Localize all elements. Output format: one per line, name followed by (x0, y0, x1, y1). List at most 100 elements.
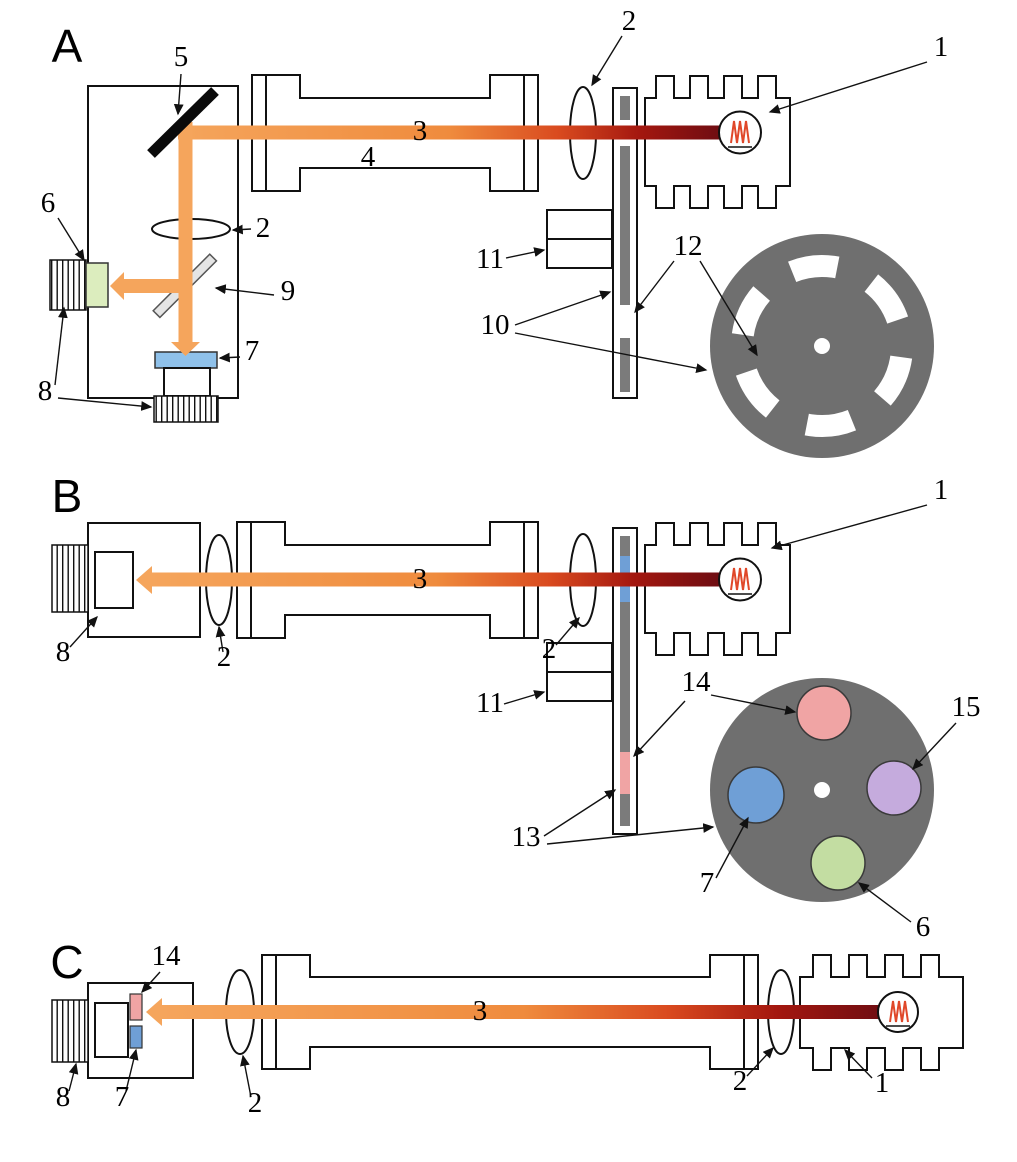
b-label-8: 8 (56, 636, 71, 668)
a-lamp-bulb (718, 110, 762, 155)
a-label-11: 11 (476, 243, 504, 275)
c-label-1: 1 (875, 1067, 890, 1099)
b-label-1: 1 (934, 474, 949, 506)
a-callout-line-6 (57, 217, 85, 262)
a-callout-line-8-to-detector7 (57, 397, 153, 411)
a-label-2-source-lens: 2 (622, 5, 637, 37)
b-beam (152, 572, 720, 587)
b-label-3: 3 (413, 563, 428, 595)
a-label-6: 6 (41, 187, 56, 219)
b-callout-line-1 (770, 504, 928, 551)
c-tube-wall-top (276, 954, 744, 978)
c-filter-blue (129, 1025, 143, 1049)
c-callout-line-14 (141, 971, 161, 994)
b-label-14: 14 (682, 666, 712, 698)
a-beam-vertical (178, 122, 193, 342)
c-filter-pink (129, 993, 143, 1021)
b-callout-line-13-to-side (543, 789, 617, 837)
b-beam-arrowhead (136, 566, 152, 594)
a-detector-7-body (163, 367, 211, 397)
a-callout-line-2-camera-lens (231, 224, 252, 235)
a-label-12: 12 (674, 230, 703, 262)
c-label-7: 7 (115, 1081, 130, 1113)
a-callout-line-2-source-lens (591, 35, 623, 87)
c-callout-line-1 (844, 1048, 873, 1079)
c-detector-readout (51, 999, 89, 1063)
c-label-2-detector-lens: 2 (248, 1087, 263, 1119)
b-callout-line-7 (715, 816, 749, 879)
a-label-5: 5 (174, 41, 189, 73)
b-callout-line-14-to-wheel (710, 694, 797, 715)
b-label-15: 15 (952, 691, 981, 723)
b-label-11: 11 (476, 687, 504, 719)
a-detector-6-readout (49, 259, 87, 311)
b-label-2-source-lens: 2 (542, 633, 557, 665)
a-callout-line-10-to-wheel (514, 332, 708, 373)
b-filter-green-front (810, 835, 866, 891)
c-label-8: 8 (56, 1081, 71, 1113)
b-filter-wheel-axle-hole (814, 782, 830, 798)
a-callout-line-8-to-detector6 (54, 306, 68, 386)
b-label-6: 6 (916, 911, 931, 943)
a-label-9: 9 (281, 275, 296, 307)
a-chopper-blade-segment-bottom (620, 338, 630, 392)
b-callout-line-13-to-wheel (546, 823, 715, 845)
b-filter-pink-side (620, 752, 630, 794)
a-label-4: 4 (361, 141, 376, 173)
c-label-2-source-lens: 2 (733, 1065, 748, 1097)
a-lamp-housing (644, 75, 791, 209)
b-callout-line-2-detector-lens (215, 625, 226, 653)
panel-a: A 5 2 1 3 4 6 2 9 7 8 11 10 12 (38, 5, 949, 458)
b-wheel-segment-top (620, 536, 630, 556)
a-beam-branch-arrowhead (110, 272, 124, 300)
b-filter-purple-front (866, 760, 922, 816)
c-panel-letter: C (50, 936, 83, 988)
a-callout-line-11 (505, 247, 546, 259)
a-callout-line-7 (218, 352, 241, 363)
b-label-13: 13 (512, 821, 541, 853)
b-callout-line-2-source-lens (555, 616, 580, 646)
c-callout-line-7 (125, 1048, 139, 1092)
a-beam-horizontal (178, 125, 722, 140)
a-callout-line-1 (768, 61, 928, 114)
b-detector-sensor (94, 551, 134, 609)
a-label-3: 3 (413, 115, 428, 147)
b-callout-line-6 (857, 882, 912, 923)
a-detector-7-readout (153, 395, 219, 423)
b-tube-wall-top (251, 521, 524, 546)
c-detector-sensor (94, 1002, 129, 1058)
b-filter-pink-front (796, 685, 852, 741)
a-callout-line-5 (173, 73, 184, 116)
a-chopper-wheel-axle-hole (814, 338, 830, 354)
panel-c: C 14 3 8 7 2 2 1 (50, 936, 964, 1119)
a-callout-line-12-to-wheel-slot (699, 260, 758, 357)
a-callout-line-10-to-blade (514, 290, 612, 326)
c-callout-line-2-source-lens (746, 1046, 774, 1077)
a-beam-branch (124, 279, 186, 293)
c-callout-line-8 (68, 1062, 79, 1092)
a-callout-line-12-to-blade-slot (634, 260, 675, 314)
c-label-14: 14 (152, 940, 182, 972)
a-label-8: 8 (38, 375, 53, 407)
b-callout-line-15 (912, 722, 957, 771)
c-lamp-filament (889, 1000, 909, 1023)
panel-b: B 1 8 2 3 2 11 14 15 13 7 6 (51, 470, 981, 943)
a-tube-wall-top (266, 74, 524, 99)
a-chopper-blade-segment-top (620, 96, 630, 120)
b-tube-wall-bottom (251, 614, 524, 639)
a-label-7: 7 (245, 335, 260, 367)
b-callout-line-11 (503, 690, 546, 705)
a-beam-vertical-arrowhead (171, 342, 200, 356)
a-panel-letter: A (52, 20, 83, 72)
a-callout-line-9 (214, 284, 275, 296)
b-callout-line-14-to-side (633, 700, 686, 758)
a-label-2-camera-lens: 2 (256, 212, 271, 244)
b-wheel-segment-mid (620, 602, 630, 752)
b-label-2-detector-lens: 2 (217, 641, 232, 673)
a-chopper-wheel-slots (731, 255, 913, 437)
a-label-1: 1 (934, 31, 949, 63)
b-label-7: 7 (700, 867, 715, 899)
c-label-3: 3 (473, 995, 488, 1027)
